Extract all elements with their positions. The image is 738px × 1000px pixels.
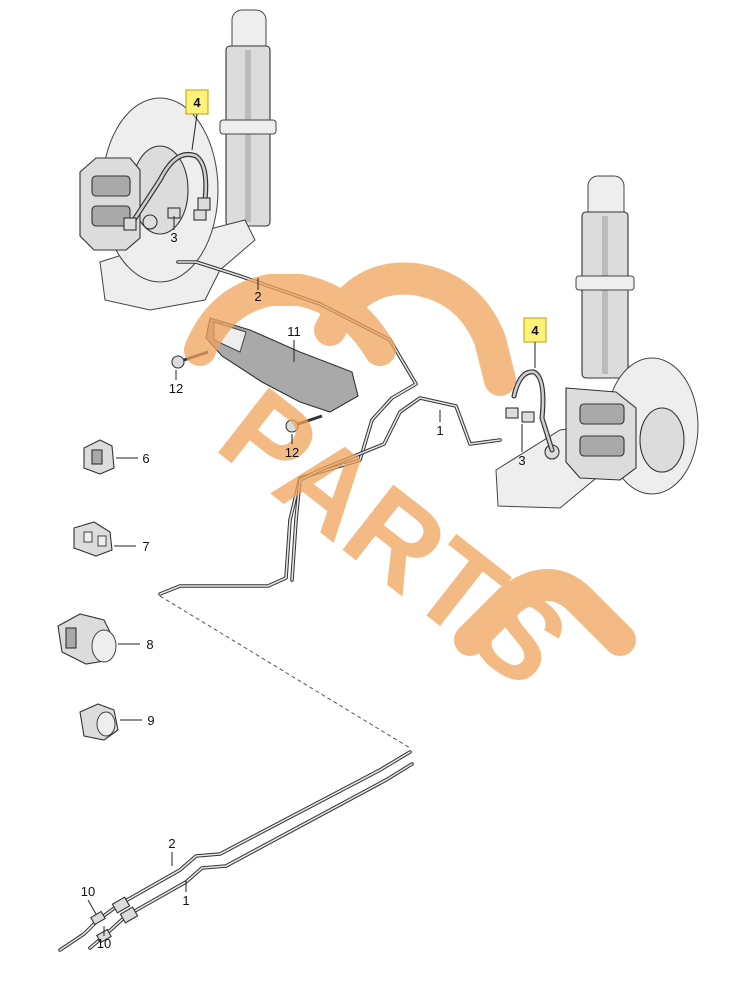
screw-12-right <box>285 414 323 433</box>
svg-text:8: 8 <box>146 637 153 652</box>
clip-8 <box>57 613 117 665</box>
left-shock-absorber <box>219 9 277 227</box>
svg-text:1: 1 <box>436 423 443 438</box>
callout-9: 9 <box>120 713 155 728</box>
svg-text:7: 7 <box>142 539 149 554</box>
callout-3-right: 3 <box>518 424 526 468</box>
callout-11: 11 <box>287 324 301 362</box>
callout-4-right: 4 <box>523 317 547 368</box>
svg-text:3: 3 <box>170 230 177 245</box>
svg-text:9: 9 <box>147 713 154 728</box>
left-wheel-assembly <box>79 9 277 311</box>
left-brake-caliper <box>79 157 141 251</box>
svg-text:10: 10 <box>81 884 95 899</box>
callout-1-bottom: 1 <box>182 880 190 908</box>
svg-text:4: 4 <box>193 95 201 110</box>
svg-text:1: 1 <box>182 893 189 908</box>
right-wheel-assembly <box>495 175 699 509</box>
callout-12-a: 12 <box>169 370 183 396</box>
continuation-line <box>159 595 411 749</box>
right-shock-absorber <box>575 175 635 379</box>
clip-6 <box>83 439 115 475</box>
callout-4-top: 4 <box>185 89 209 151</box>
callout-8: 8 <box>118 637 154 652</box>
svg-text:12: 12 <box>169 381 183 396</box>
svg-text:11: 11 <box>287 324 301 339</box>
clip-7 <box>73 521 113 557</box>
callout-3-top: 3 <box>170 216 178 245</box>
svg-text:12: 12 <box>285 445 299 460</box>
callout-10-a: 10 <box>81 884 97 915</box>
svg-text:3: 3 <box>518 453 525 468</box>
svg-text:2: 2 <box>254 289 261 304</box>
svg-text:2: 2 <box>168 836 175 851</box>
brake-line-1 <box>290 396 502 582</box>
callout-6: 6 <box>116 451 150 466</box>
callout-10-b: 10 <box>97 926 111 951</box>
callout-2-bottom: 2 <box>168 836 176 866</box>
svg-text:4: 4 <box>531 323 539 338</box>
lower-brake-lines <box>58 750 414 952</box>
callout-2-top: 2 <box>254 278 262 304</box>
svg-text:6: 6 <box>142 451 149 466</box>
clip-9 <box>79 703 119 741</box>
callout-12-b: 12 <box>285 434 299 460</box>
callout-1-right: 1 <box>436 410 444 438</box>
svg-text:10: 10 <box>97 936 111 951</box>
callout-7: 7 <box>114 539 150 554</box>
right-brake-caliper <box>565 387 637 481</box>
